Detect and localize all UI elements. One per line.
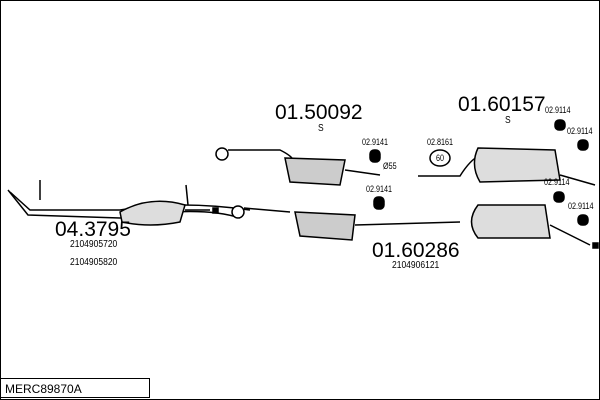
hanger-label: 02.9114	[568, 201, 594, 211]
hanger-label: 02.9114	[544, 177, 570, 187]
rear-muffler-lower	[470, 204, 599, 249]
clamp-icon	[429, 149, 451, 167]
hangers	[369, 119, 589, 226]
hanger-label: 02.9141	[362, 137, 389, 147]
clamp-size: 60	[436, 153, 445, 163]
diagram-code: MERC89870A	[0, 378, 150, 398]
oe-reference: 2104905820	[70, 257, 118, 268]
hanger-label: 02.9141	[366, 184, 393, 194]
front-pipe-catalyst	[7, 180, 251, 226]
part-number-01-60286: 01.60286	[372, 239, 460, 262]
part-suffix: S	[505, 115, 511, 126]
hanger-label: 02.9114	[567, 126, 593, 136]
part-number-04-3795: 04.3795	[55, 218, 131, 241]
oe-reference: 2104906121	[392, 260, 440, 271]
clamp-label: 02.8161	[427, 137, 454, 147]
center-muffler-upper	[215, 147, 381, 186]
pipe-diameter: Ø55	[383, 161, 397, 171]
oe-reference: 2104905720	[70, 239, 118, 250]
part-number-01-60157: 01.60157	[458, 93, 546, 116]
rear-muffler-upper	[418, 147, 596, 186]
part-suffix: S	[318, 123, 324, 134]
part-number-01-50092: 01.50092	[275, 101, 363, 124]
hanger-label: 02.9114	[545, 105, 571, 115]
center-muffler-lower	[231, 205, 461, 241]
